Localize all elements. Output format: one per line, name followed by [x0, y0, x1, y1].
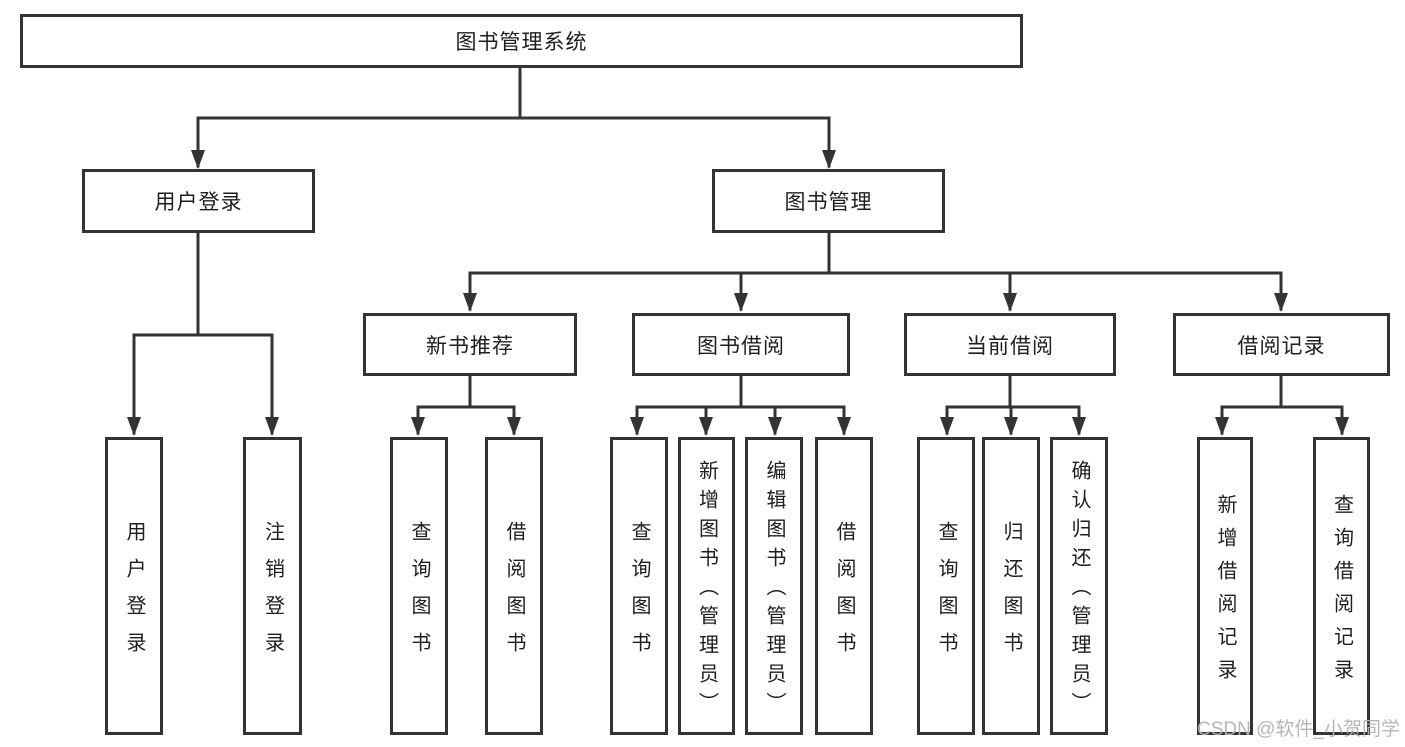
leaf-edit-book-admin: 编辑图书（管理员） [745, 437, 803, 735]
leaf-label: 查询借阅记录 [1330, 493, 1353, 692]
leaf-return-book: 归还图书 [982, 437, 1040, 735]
node-label: 图书管理系统 [455, 31, 588, 54]
node-label: 图书借阅 [697, 334, 785, 358]
leaf-borrow-books-recommend: 借阅图书 [485, 437, 543, 735]
leaf-label: 查询图书 [935, 520, 957, 669]
leaf-label: 查询图书 [408, 520, 430, 669]
leaf-query-books-recommend: 查询图书 [390, 437, 448, 735]
leaf-label: 编辑图书（管理员） [763, 460, 785, 721]
leaf-label: 确认归还（管理员） [1068, 460, 1090, 721]
node-book-management: 图书管理 [712, 169, 945, 233]
leaf-query-books-borrow: 查询图书 [610, 437, 668, 735]
node-label: 当前借阅 [966, 334, 1054, 358]
leaf-logout: 注销登录 [243, 437, 302, 735]
leaf-label: 借阅图书 [503, 520, 525, 669]
leaf-user-login: 用户登录 [105, 437, 163, 735]
leaf-query-borrow-record: 查询借阅记录 [1313, 437, 1370, 735]
node-label: 用户登录 [154, 191, 243, 214]
leaf-label: 新增借阅记录 [1214, 493, 1236, 692]
leaf-label: 新增图书（管理员） [695, 460, 718, 721]
node-borrow-records: 借阅记录 [1173, 313, 1390, 376]
node-library-system-root: 图书管理系统 [20, 14, 1023, 68]
leaf-label: 归还图书 [1000, 520, 1022, 669]
leaf-add-borrow-record: 新增借阅记录 [1197, 437, 1253, 735]
node-user-login: 用户登录 [82, 169, 315, 233]
node-label: 图书管理 [784, 191, 873, 214]
node-label: 新书推荐 [426, 334, 514, 358]
leaf-label: 注销登录 [261, 520, 284, 669]
leaf-confirm-return-admin: 确认归还（管理员） [1050, 437, 1108, 735]
csdn-watermark: CSDN @软件_小贺同学 [1197, 719, 1400, 740]
leaf-add-book-admin: 新增图书（管理员） [678, 437, 735, 735]
node-label: 借阅记录 [1237, 334, 1326, 358]
node-new-book-recommend: 新书推荐 [363, 313, 577, 376]
leaf-borrow-books: 借阅图书 [815, 437, 873, 735]
leaf-label: 查询图书 [628, 520, 650, 669]
node-current-borrow: 当前借阅 [904, 313, 1116, 376]
leaf-label: 借阅图书 [833, 520, 855, 669]
leaf-query-books-current: 查询图书 [917, 437, 975, 735]
leaf-label: 用户登录 [123, 520, 145, 669]
node-book-borrow: 图书借阅 [632, 313, 850, 376]
